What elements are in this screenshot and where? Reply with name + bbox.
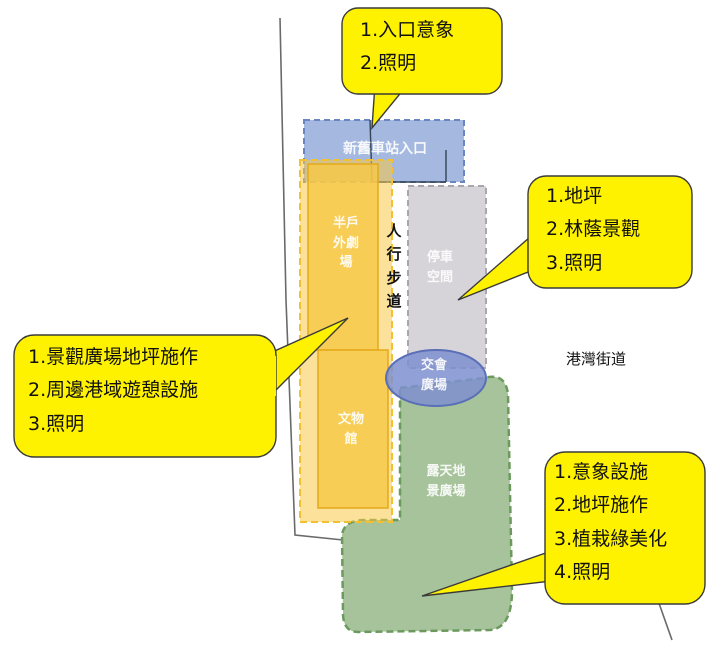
callout-landscape-item: 3.植栽綠美化 [554,527,668,550]
callout-plaza: 1.景觀廣場地坪施作 2.周邊港域遊憩設施 3.照明 [28,341,198,441]
site-boundary-line [279,17,344,541]
callout-entrance-item: 2.照明 [360,52,417,75]
callout-parking: 1.地坪 2.林蔭景觀 3.照明 [546,180,640,280]
parking-label: 停車空間 [426,250,453,285]
callout-landscape-bubble [421,451,706,605]
callout-landscape-item: 2.地坪施作 [554,494,649,517]
heritage-hall-zone [317,349,389,509]
street-label: 港灣街道 [566,350,627,368]
junction-plaza-zone [385,349,487,407]
heritage-hall-label: 文物館 [337,412,364,447]
callout-entrance-item: 1.入口意象 [360,19,455,41]
callout-landscape-item: 1.意象設施 [554,461,649,483]
junction-plaza-label: 交會廣場 [420,358,447,393]
callout-entrance: 1.入口意象 2.照明 [360,14,454,81]
callout-parking-item: 1.地坪 [546,185,603,207]
callout-parking-item: 3.照明 [546,251,603,274]
callout-landscape: 1.意象設施 2.地坪施作 3.植栽綠美化 4.照明 [554,456,667,589]
callout-parking-bubble [457,175,693,301]
walkway-label: 人行步道 [386,222,402,310]
open-air-plaza-label: 露天地景廣場 [426,464,466,499]
parking-zone [407,185,487,369]
outdoor-stage-zone [307,163,379,351]
callout-plaza-item: 3.照明 [28,412,85,435]
station-entrance-label: 新舊車站入口 [343,141,427,157]
open-air-plaza-zone [340,375,514,634]
callout-landscape-item: 4.照明 [554,560,611,583]
callout-parking-item: 2.林蔭景觀 [546,218,641,241]
outdoor-stage-label: 半戶外劇場 [332,216,359,270]
callout-plaza-item: 2.周邊港域遊憩設施 [28,379,199,402]
callout-entrance-bubble [341,7,503,131]
callout-plaza-item: 1.景觀廣場地坪施作 [28,346,199,368]
callout-plaza-bubble [13,317,349,458]
